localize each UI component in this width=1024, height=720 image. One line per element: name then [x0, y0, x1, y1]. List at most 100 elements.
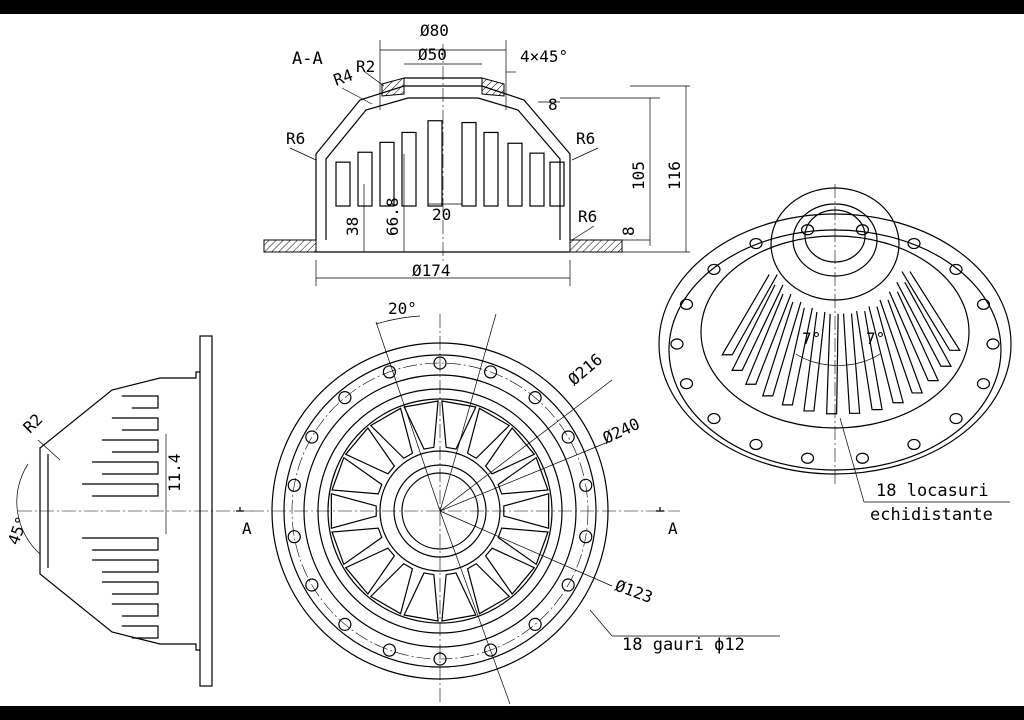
dim-h116: 116: [665, 161, 684, 190]
bolt-hole: [561, 578, 575, 592]
dim-r6-right: R6: [576, 129, 595, 148]
plan-slot: [403, 400, 439, 450]
iso-fin: [744, 293, 792, 385]
flange-right: [569, 239, 623, 253]
iso-angle7-right: 7°: [866, 329, 885, 348]
dim-d50: Ø50: [418, 45, 447, 64]
iso-bolt-hole: [907, 438, 921, 451]
plan-slot: [503, 493, 550, 529]
plan-slots: [330, 400, 550, 622]
iso-bolt-hole: [670, 338, 684, 350]
iso-fin: [868, 306, 904, 404]
side-fin: [82, 483, 159, 497]
iso-bolt-hole: [800, 224, 815, 236]
drawing-sheet: A-A: [0, 14, 1024, 706]
technical-drawing: A-A: [4, 21, 1012, 705]
iso-bolt-hole: [679, 298, 694, 310]
plan-view: 20° Ø216 Ø240 Ø123 A A 18 gauri ϕ12: [236, 299, 780, 705]
bolt-hole: [338, 617, 352, 631]
dim-h8-top: 8: [548, 95, 558, 114]
iso-bolt-hole: [976, 378, 991, 390]
bolt-holes: [287, 356, 593, 666]
plan-slot: [369, 562, 414, 615]
section-title: A-A: [292, 49, 323, 69]
iso-fin: [803, 311, 826, 412]
plan-slot: [497, 527, 549, 566]
iso-fin: [761, 301, 802, 397]
section-slot: [483, 131, 499, 207]
top-ring-right: [481, 77, 505, 97]
side-fin: [101, 439, 159, 453]
iso-bolt-hole: [976, 298, 991, 310]
iso-note-line2: echidistante: [870, 505, 993, 525]
bolt-hole: [484, 365, 498, 379]
side-fin: [101, 581, 159, 595]
iso-fin: [781, 307, 813, 406]
plan-slot: [441, 400, 477, 450]
dim-r2-section: R2: [356, 57, 375, 76]
holes-note: 18 gauri ϕ12: [622, 635, 745, 655]
plan-slot: [331, 527, 383, 566]
iso-fin: [856, 310, 883, 411]
iso-bolt-hole: [679, 378, 694, 390]
bolt-hole: [561, 430, 575, 444]
iso-fin: [731, 284, 784, 371]
iso-angle7-left: 7°: [802, 329, 821, 348]
plan-slot: [484, 426, 536, 475]
dim-w20: 20: [432, 205, 451, 224]
iso-bolt-hole: [855, 452, 870, 464]
plan-slot: [466, 562, 511, 615]
bolt-hole: [382, 643, 396, 657]
side-fin: [92, 559, 159, 573]
side-fin: [82, 537, 159, 551]
dim-h8-base: 8: [619, 226, 638, 236]
iso-bolt-hole: [855, 224, 870, 236]
dim-r4: R4: [331, 65, 356, 89]
iso-bolt-hole: [707, 263, 721, 276]
iso-bolt-hole: [986, 338, 1000, 350]
section-slots: [335, 120, 565, 207]
plan-slot: [331, 456, 383, 495]
section-slot: [335, 161, 351, 207]
plan-slot: [330, 493, 377, 529]
iso-bolt-hole: [749, 438, 763, 451]
bolt-hole: [528, 391, 542, 405]
side-fin: [121, 625, 159, 639]
side-fins: [82, 395, 159, 639]
side-view: R2 11.4 45°: [4, 335, 250, 687]
dim-d174: Ø174: [412, 261, 451, 280]
bolt-hole: [579, 530, 593, 544]
iso-bolt-hole: [949, 412, 963, 425]
iso-fin: [888, 291, 940, 382]
dim-d123: Ø123: [613, 576, 656, 607]
dim-d240: Ø240: [600, 414, 643, 448]
section-mark-right: A: [668, 519, 678, 538]
iso-fin: [879, 299, 923, 394]
dim-angle20: 20°: [388, 299, 417, 318]
section-slot: [379, 141, 395, 207]
iso-view: 7° 7° 18 locasuri echidistante: [658, 184, 1012, 525]
iso-bolt-hole: [749, 237, 763, 250]
side-fin: [111, 603, 159, 617]
section-slot: [401, 131, 417, 207]
plan-slot: [369, 407, 414, 460]
iso-bolt-hole: [907, 237, 921, 250]
top-ring-left: [381, 77, 405, 97]
bolt-hole: [528, 617, 542, 631]
iso-fin: [826, 313, 839, 415]
side-fin: [121, 395, 159, 409]
section-slot: [461, 121, 477, 207]
plan-slot: [344, 547, 396, 596]
plan-slot: [484, 547, 536, 596]
dim-d216: Ø216: [564, 350, 606, 389]
iso-fins: [721, 271, 961, 415]
bolt-hole: [579, 478, 593, 492]
dim-h105: 105: [629, 161, 648, 190]
iso-note-line1: 18 locasuri: [876, 481, 989, 501]
plan-slot: [497, 456, 549, 495]
section-slot: [427, 120, 443, 207]
bolt-hole: [287, 530, 301, 544]
bolt-hole: [305, 430, 319, 444]
iso-fin: [901, 271, 961, 351]
flange-left: [263, 239, 317, 253]
